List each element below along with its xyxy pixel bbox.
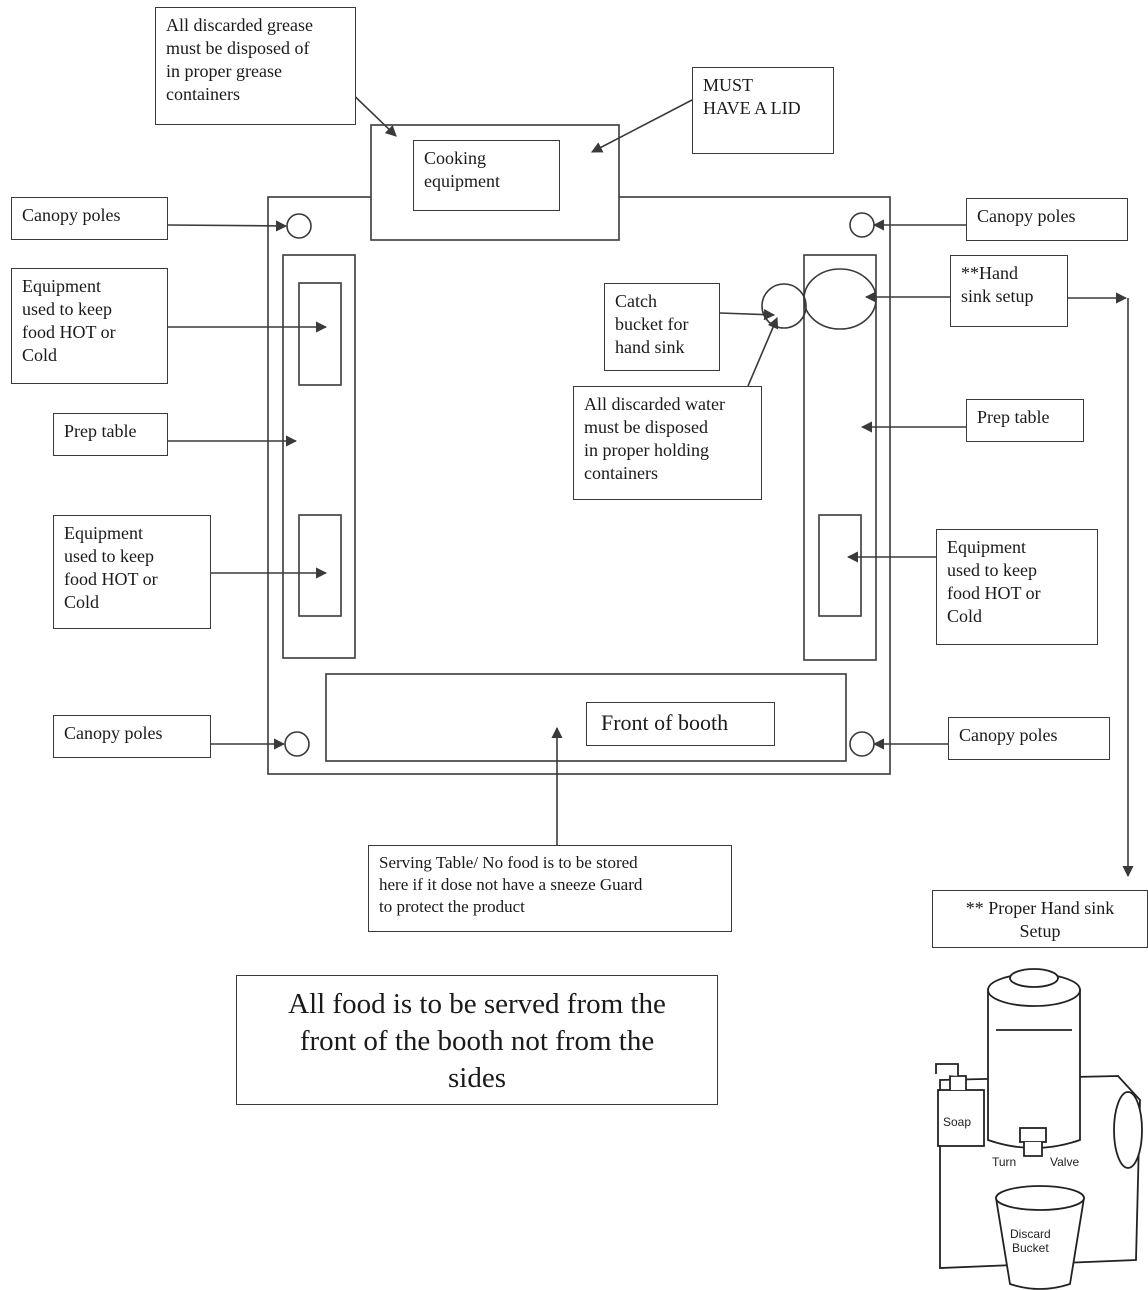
canopy-poles-top-right: Canopy poles [966,198,1128,241]
front-of-booth-label: Front of booth [586,702,775,746]
right-hot-cold-unit [818,514,862,617]
arrow-canopy-tl [167,220,288,232]
serving-table-note: Serving Table/ No food is to be stored h… [368,845,732,932]
left-hot-cold-unit-bottom [298,514,342,617]
discard-label: Discard [1010,1227,1051,1241]
canopy-pole-top-right [849,212,875,238]
equipment-hot-cold-top-left: Equipment used to keep food HOT or Cold [11,268,168,384]
right-prep-table [803,254,877,661]
canopy-poles-bottom-left: Canopy poles [53,715,211,758]
turn-label: Turn [992,1155,1016,1169]
valve-label: Valve [1050,1155,1079,1169]
serving-table [325,673,847,762]
equipment-hot-cold-right: Equipment used to keep food HOT or Cold [936,529,1098,645]
hand-sink-illustration [935,968,1143,1290]
left-hot-cold-unit-top [298,282,342,386]
catch-bucket-circle [761,283,807,329]
canopy-poles-bottom-right: Canopy poles [948,717,1110,760]
arrow-catch-bucket [719,309,776,321]
equipment-hot-cold-bottom-left: Equipment used to keep food HOT or Cold [53,515,211,629]
hand-sink-ellipse [803,268,877,330]
canopy-pole-bottom-right [849,731,875,757]
water-note: All discarded water must be disposed in … [573,386,762,500]
cooking-equipment-label: Cooking equipment [413,140,560,211]
arrow-lid [591,99,693,153]
arrow-water [747,316,779,387]
lid-note: MUST HAVE A LID [692,67,834,154]
proper-hand-sink-setup-label: ** Proper Hand sink Setup [932,890,1148,948]
canopy-pole-bottom-left [284,731,310,757]
canopy-poles-top-left: Canopy poles [11,197,168,240]
prep-table-left: Prep table [53,413,168,456]
grease-note: All discarded grease must be disposed of… [155,7,356,125]
prep-table-right: Prep table [966,399,1084,442]
soap-label: Soap [943,1115,971,1129]
serve-from-front-note: All food is to be served from the front … [236,975,718,1105]
hand-sink-setup-label: **Hand sink setup [950,255,1068,327]
catch-bucket-label: Catch bucket for hand sink [604,283,720,371]
bucket-label: Bucket [1012,1241,1049,1255]
left-prep-table [282,254,356,659]
canopy-pole-top-left [286,213,312,239]
